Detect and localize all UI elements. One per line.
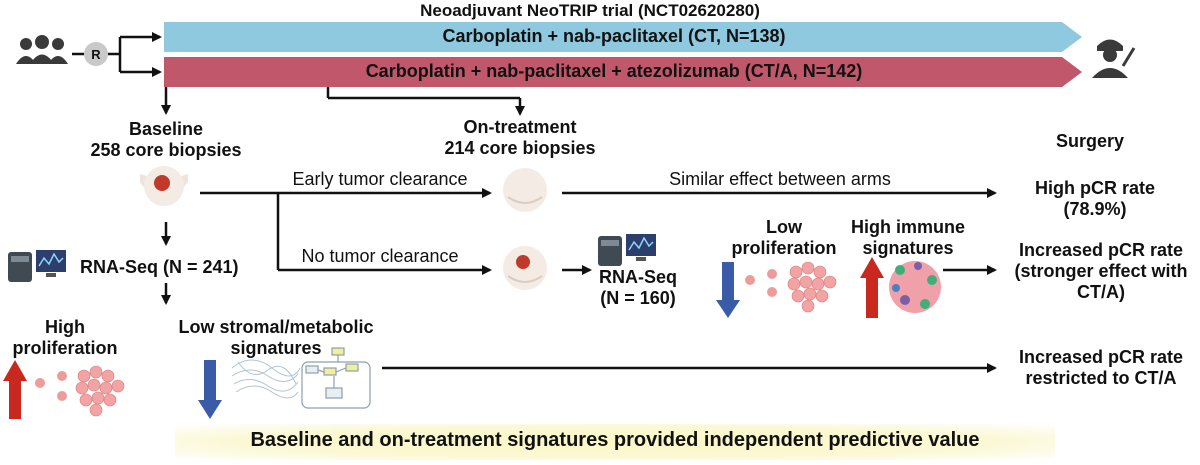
- conclusion-banner: [175, 424, 1055, 460]
- no-clearance-label: No tumor clearance: [301, 246, 459, 266]
- breast-clear-icon: [503, 168, 547, 212]
- early-clearance-label: Early tumor clearance: [292, 169, 468, 189]
- arm-cta-arrow: [164, 57, 1082, 87]
- up-arrow-high-immune: [860, 257, 884, 318]
- down-arrow-low-stromal: [198, 360, 222, 419]
- cells-high-prolif-icon: [35, 365, 125, 417]
- surgery-title: Surgery: [1055, 131, 1125, 151]
- conclusion-text: Baseline and on-treatment signatures pro…: [250, 429, 980, 451]
- arm-cta-label: Carboplatin + nab-paclitaxel + atezolizu…: [365, 61, 863, 81]
- cells-low-prolif-icon: [745, 261, 837, 313]
- sequencer-ontreat-icon: [598, 234, 656, 266]
- outcome-increased-stronger: Increased pCR rate (stronger effect with…: [1014, 240, 1188, 302]
- high-prolif-label: High proliferation: [12, 317, 118, 358]
- breast-baseline-icon: [140, 166, 188, 206]
- randomization-label: R: [91, 47, 101, 62]
- stroma-icon: [231, 359, 301, 399]
- outcome-high-pcr: High pCR rate (78.9%): [1034, 178, 1155, 219]
- metabolic-pathway-icon: [301, 347, 371, 409]
- baseline-title: Baseline 258 core biopsies: [90, 119, 242, 160]
- rnaseq-ontreat-label: RNA-Seq (N = 160): [598, 267, 677, 308]
- breast-tumor-icon: [503, 246, 547, 290]
- randomization-circle: [84, 42, 108, 66]
- immune-cells-icon: [889, 261, 941, 313]
- low-stromal-label: Low stromal/metabolic signatures: [178, 317, 374, 358]
- arm-ct-arrow: [164, 22, 1082, 52]
- surgeon-icon: [1092, 39, 1136, 78]
- rnaseq-baseline-label: RNA-Seq (N = 241): [80, 257, 239, 277]
- sequencer-baseline-icon: [8, 250, 66, 282]
- down-arrow-low-prolif: [716, 262, 740, 318]
- outcome-increased-restricted: Increased pCR rate restricted to CT/A: [1018, 347, 1184, 388]
- similar-effect-label: Similar effect between arms: [669, 169, 891, 189]
- high-immune-label: High immune signatures: [850, 217, 965, 258]
- low-prolif-label: Low proliferation: [731, 217, 837, 258]
- trial-title: Neoadjuvant NeoTRIP trial (NCT02620280): [420, 1, 760, 20]
- ontreatment-title: On-treatment 214 core biopsies: [444, 117, 596, 158]
- patients-icon: [16, 35, 68, 64]
- arm-ct-label: Carboplatin + nab-paclitaxel (CT, N=138): [442, 26, 786, 46]
- up-arrow-high-prolif: [3, 360, 27, 419]
